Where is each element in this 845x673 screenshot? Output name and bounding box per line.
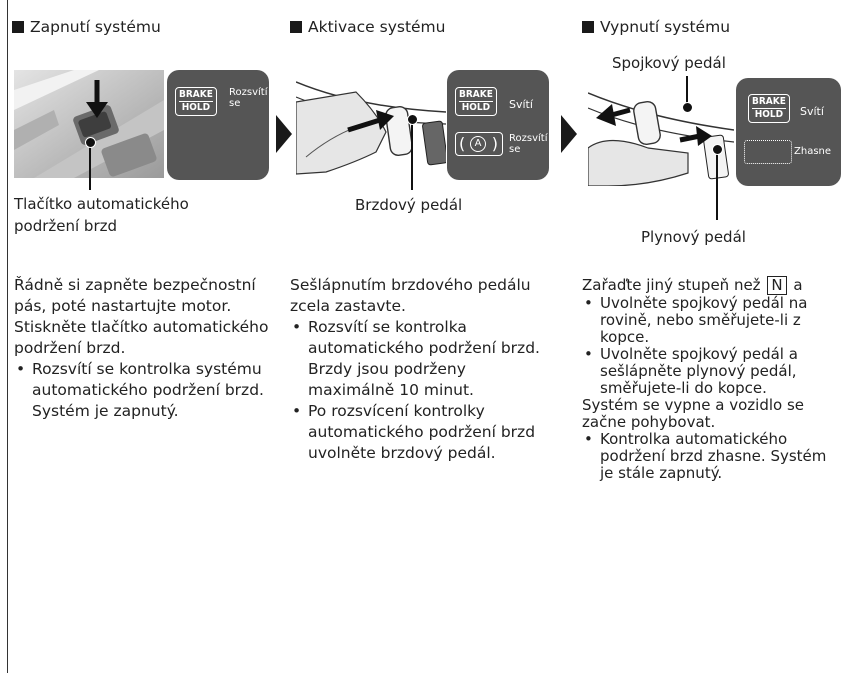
paragraph-gear: Zařaďte jiný stupeň než N a xyxy=(582,276,844,295)
badge-status: Rozsvítí se xyxy=(229,87,267,109)
paragraph-text: Zařaďte jiný stupeň než xyxy=(582,276,761,294)
indicator-panel-col2: BRAKE HOLD Svítí ( A ) Rozsvítí se xyxy=(447,70,549,180)
status-line1: Rozsvítí xyxy=(229,87,268,98)
bullet-item: Rozsvítí se kontrolka automatického podr… xyxy=(290,317,545,401)
badge-line2: HOLD xyxy=(459,101,493,113)
callout-line-1: Tlačítko automatického xyxy=(14,195,189,213)
paragraph: Řádně si zapněte bezpečnostní pás, poté … xyxy=(14,276,269,357)
heading-square-icon xyxy=(582,21,594,33)
callout-label-col2: Brzdový pedál xyxy=(355,196,463,214)
callout-label-col1: Tlačítko automatického podržení brzd xyxy=(14,193,189,237)
badge-line2: HOLD xyxy=(179,101,213,113)
callout-dot-col1 xyxy=(85,137,96,148)
bullet-item: Po rozsvícení kontrolky automatického po… xyxy=(290,401,545,464)
badge-line1: BRAKE xyxy=(752,96,786,107)
bullet-item: Kontrolka automatického podržení brzd zh… xyxy=(582,431,844,482)
badge-line2: HOLD xyxy=(752,108,786,120)
bullet-item: Uvolněte spojkový pedál na rovině, nebo … xyxy=(582,295,844,346)
brake-pedal-illustration xyxy=(296,81,446,175)
bullet-item: Rozsvítí se kontrolka systému automatick… xyxy=(14,359,276,422)
brake-hold-badge: BRAKE HOLD xyxy=(455,87,497,116)
callout-bottom-label: Plynový pedál xyxy=(641,228,746,246)
badge-status: Svítí xyxy=(509,98,533,111)
badge-status: Svítí xyxy=(800,105,824,118)
body-col2: Sešlápnutím brzdového pedálu zcela zasta… xyxy=(290,275,545,464)
step-arrow-1 xyxy=(276,115,292,153)
bullet-item: Uvolněte spojkový pedál a sešlápněte ply… xyxy=(582,346,844,397)
heading-square-icon xyxy=(12,21,24,33)
brake-hold-badge: BRAKE HOLD xyxy=(175,87,217,116)
body-col3: Zařaďte jiný stupeň než N a Uvolněte spo… xyxy=(582,276,844,482)
heading-system-off: Vypnutí systému xyxy=(582,18,730,36)
brake-hold-button-photo xyxy=(14,70,164,178)
body-col1: Řádně si zapněte bezpečnostní pás, poté … xyxy=(14,275,276,422)
badge-line1: BRAKE xyxy=(459,89,493,100)
status-line2: se xyxy=(229,98,241,109)
badge-line1: BRAKE xyxy=(179,89,213,100)
icon-status: Zhasne xyxy=(794,146,832,157)
page-left-rule xyxy=(7,0,8,673)
icon-letter: A xyxy=(470,136,486,152)
heading-system-activation: Aktivace systému xyxy=(290,18,445,36)
indicator-panel-col3: BRAKE HOLD Svítí Zhasne xyxy=(736,78,841,186)
paragraph: Sešlápnutím brzdového pedálu zcela zasta… xyxy=(290,276,531,315)
callout-line-col1 xyxy=(89,140,91,190)
indicator-panel-col1: BRAKE HOLD Rozsvítí se xyxy=(167,70,269,180)
callout-line-col2 xyxy=(411,118,413,190)
icon-status: Rozsvítí se xyxy=(509,133,547,155)
status-line2: se xyxy=(509,144,521,155)
brake-hold-badge: BRAKE HOLD xyxy=(748,94,790,123)
paragraph-text-end: a xyxy=(793,276,803,294)
auto-hold-off-icon xyxy=(744,140,792,164)
callout-line-2: podržení brzd xyxy=(14,217,118,235)
callout-top-line xyxy=(686,76,688,106)
step-arrow-2 xyxy=(561,115,577,153)
heading-text: Vypnutí systému xyxy=(600,18,731,36)
heading-square-icon xyxy=(290,21,302,33)
heading-text: Zapnutí systému xyxy=(30,18,161,36)
callout-bottom-dot xyxy=(712,144,723,155)
callout-top-dot xyxy=(682,102,693,113)
callout-top-label: Spojkový pedál xyxy=(612,54,726,72)
heading-system-on: Zapnutí systému xyxy=(12,18,161,36)
callout-dot-col2 xyxy=(407,114,418,125)
callout-bottom-line xyxy=(716,148,718,220)
auto-hold-indicator-icon: ( A ) xyxy=(455,132,503,156)
clutch-accelerator-illustration xyxy=(588,92,734,186)
paragraph: Systém se vypne a vozidlo se začne pohyb… xyxy=(582,396,805,431)
gear-n-badge: N xyxy=(767,276,787,295)
heading-text: Aktivace systému xyxy=(308,18,446,36)
status-line1: Rozsvítí xyxy=(509,133,548,144)
